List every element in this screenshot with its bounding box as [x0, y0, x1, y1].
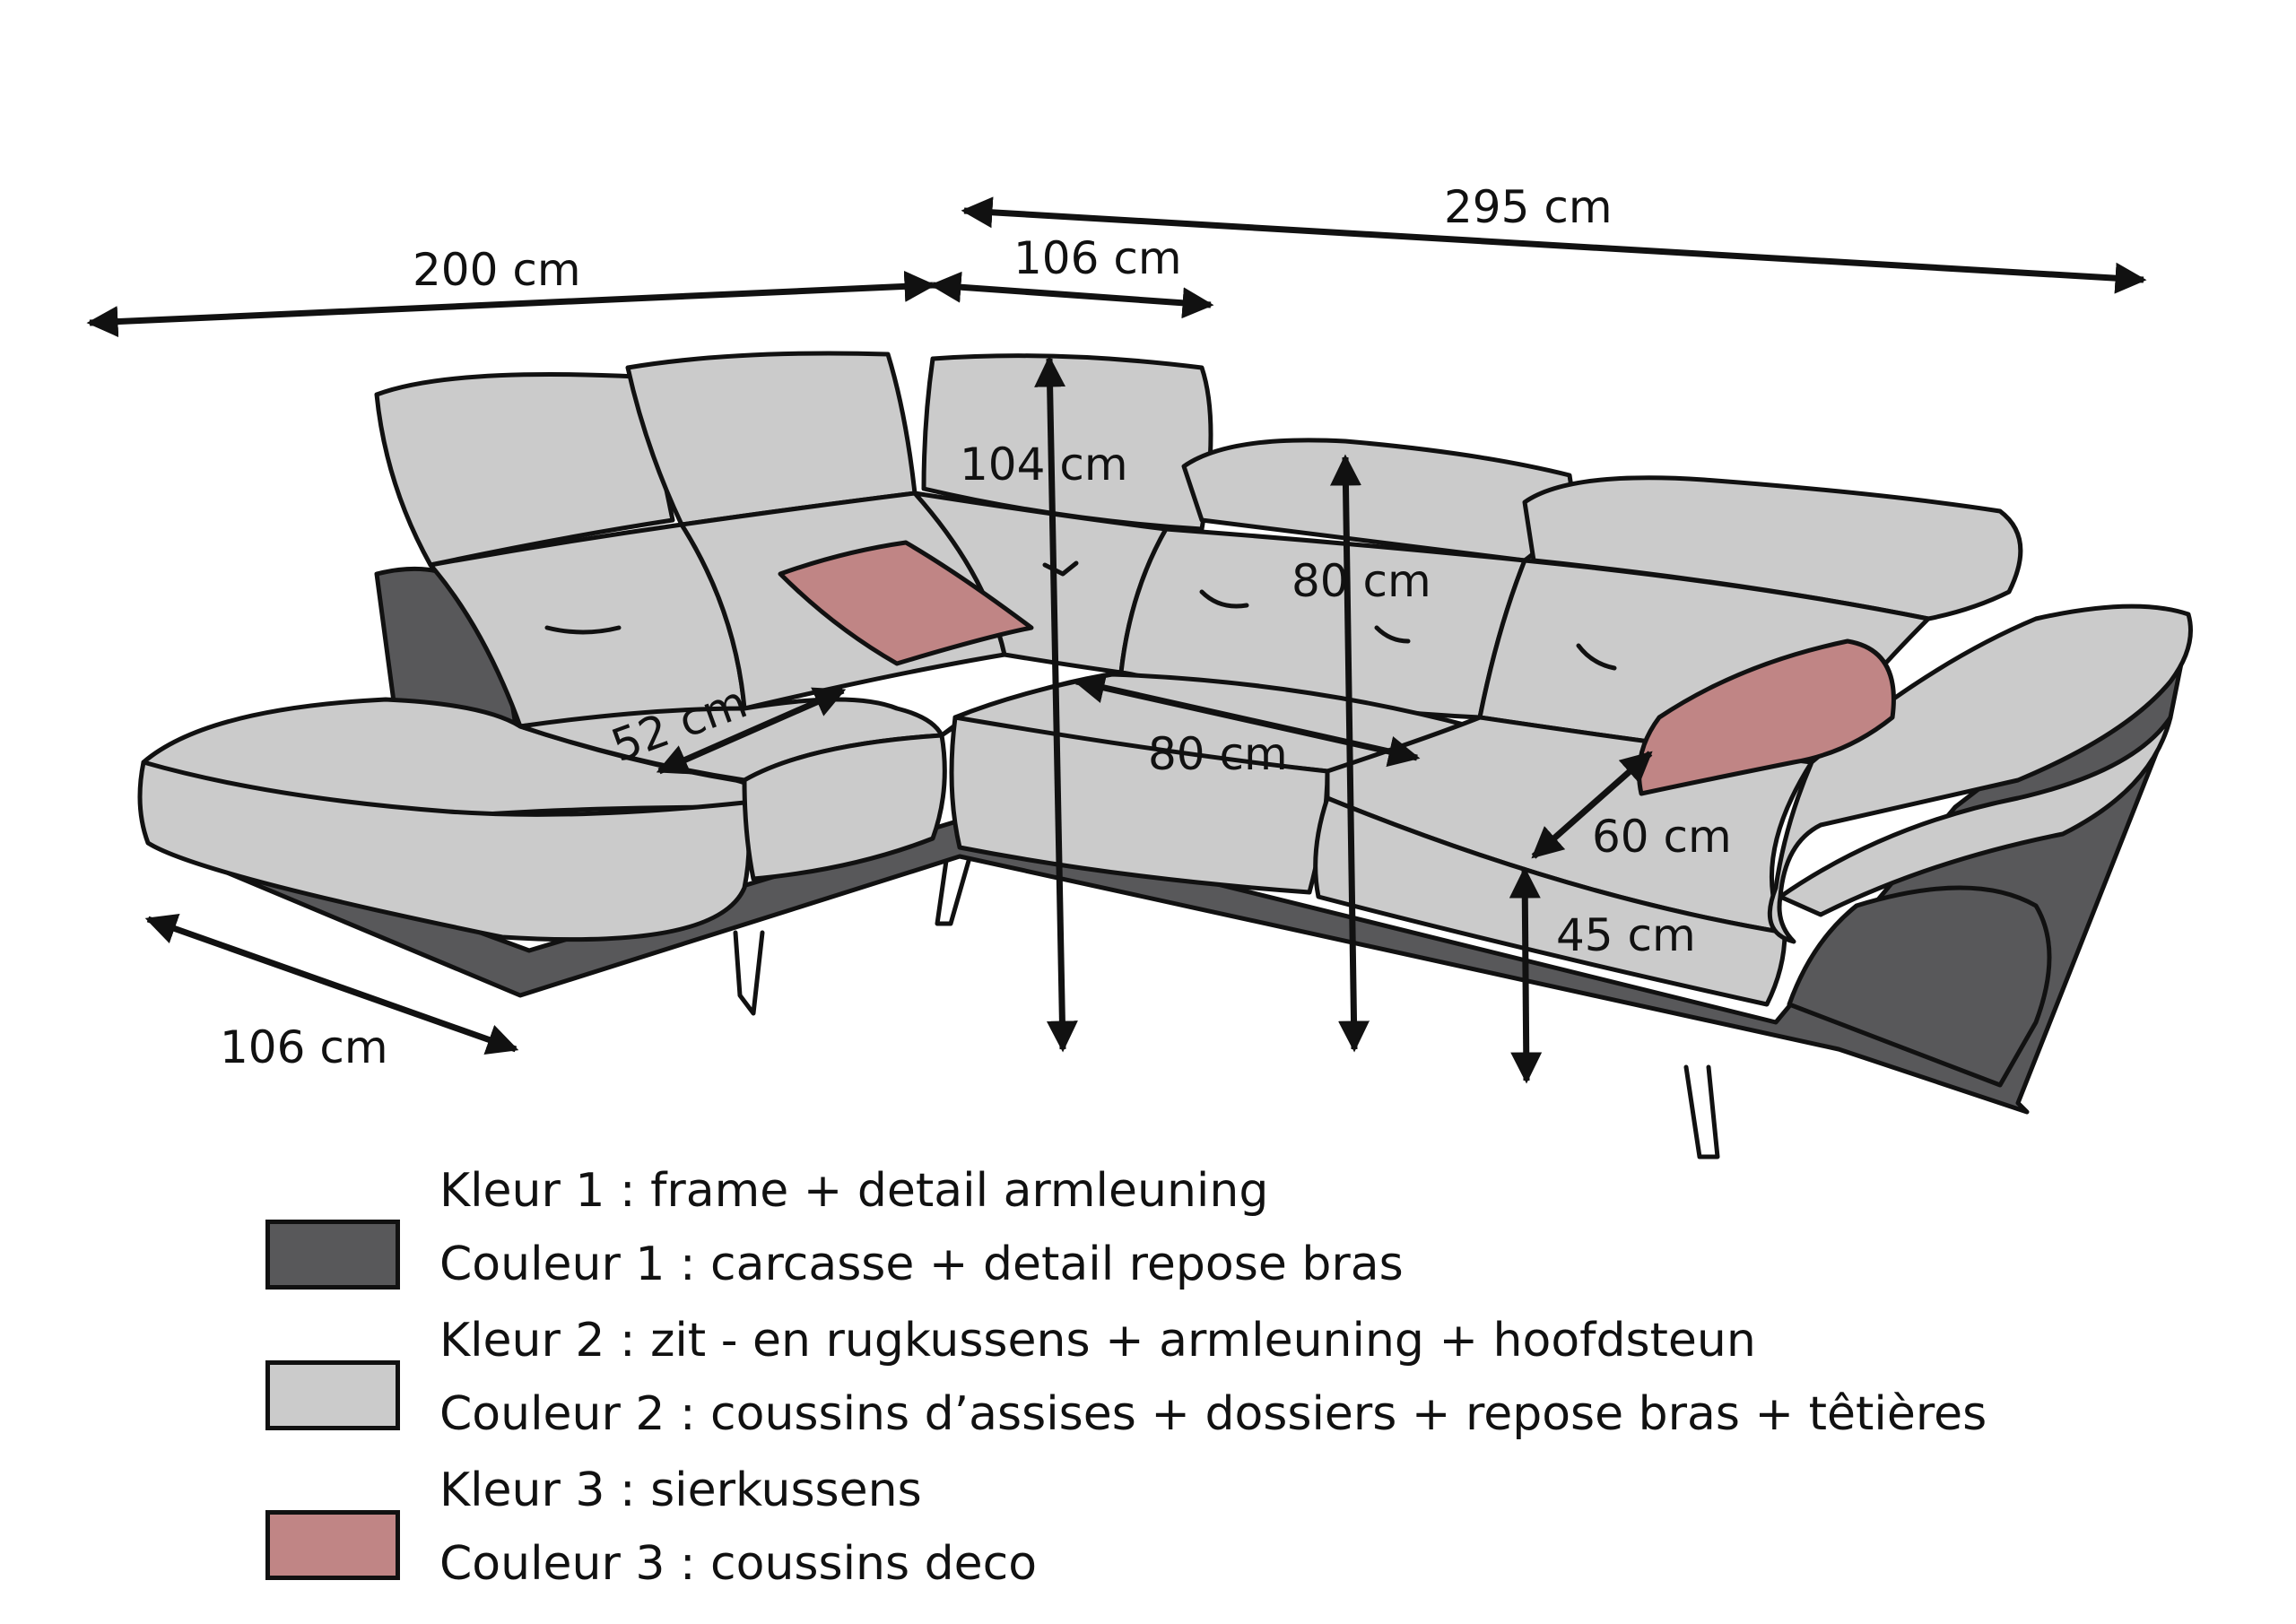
- legend-row-2: Kleur 2 : zit - en rugkussens + armleuni…: [260, 1307, 2233, 1456]
- pillow-left: [778, 540, 1034, 666]
- legend-fr-1: Couleur 1 : carcasse + detail repose bra…: [439, 1238, 1404, 1291]
- dim-arrow-80-seat: [1073, 672, 1421, 768]
- legend-nl-2: Kleur 2 : zit - en rugkussens + armleuni…: [439, 1314, 1756, 1368]
- dim-arrow-200: [86, 270, 936, 338]
- dim-label-80-vert: 80 cm: [1292, 555, 1431, 607]
- legend-fr-3: Couleur 3 : coussins deco: [439, 1537, 1038, 1591]
- dim-arrow-45: [1509, 866, 1543, 1084]
- dim-label-106-chaise: 106 cm: [220, 1021, 388, 1073]
- dim-label-295: 295 cm: [1444, 181, 1613, 233]
- seat-cushion-right-front: [1313, 795, 1787, 1007]
- dim-arrow-295: [961, 196, 2147, 294]
- stitch-1: [544, 625, 622, 635]
- legend-swatch-3: [265, 1510, 400, 1580]
- legend-swatch-2: [265, 1360, 400, 1430]
- legend-nl-1: Kleur 1 : frame + detail armleuning: [439, 1164, 1269, 1218]
- dim-arrow-104: [1034, 355, 1078, 1053]
- color-legend: Kleur 1 : frame + detail armleuning Coul…: [260, 1157, 2233, 1606]
- legend-swatch-1: [265, 1220, 400, 1290]
- dim-arrow-52: [656, 687, 847, 775]
- dim-label-45: 45 cm: [1556, 909, 1696, 961]
- sofa-leg-left: [733, 930, 765, 1016]
- right-armrest-band: [1778, 715, 2173, 917]
- chaise-seat-front: [137, 760, 752, 942]
- dim-arrow-60: [1531, 751, 1653, 859]
- dim-arrow-106-top: [929, 271, 1214, 319]
- dim-label-60: 60 cm: [1592, 811, 1732, 863]
- legend-row-1: Kleur 1 : frame + detail armleuning Coul…: [260, 1157, 2233, 1307]
- dim-label-104: 104 cm: [960, 439, 1128, 491]
- stitch-4: [1374, 625, 1411, 644]
- dim-label-200: 200 cm: [413, 244, 581, 296]
- stitch-5: [1576, 643, 1617, 671]
- headrest-1: [374, 372, 675, 568]
- dim-arrow-106-chaise: [144, 914, 519, 1055]
- legend-row-3: Kleur 3 : sierkussens Couleur 3 : coussi…: [260, 1456, 2233, 1606]
- right-arm-frame: [1787, 885, 2052, 1088]
- sofa-leg-right: [1683, 1064, 1720, 1159]
- stitch-3: [1199, 589, 1249, 609]
- right-armrest: [1767, 604, 2193, 944]
- dim-label-80-seat: 80 cm: [1148, 728, 1288, 780]
- legend-nl-3: Kleur 3 : sierkussens: [439, 1463, 922, 1517]
- dim-label-106-top: 106 cm: [1013, 232, 1182, 284]
- legend-fr-2: Couleur 2 : coussins d’assises + dossier…: [439, 1387, 1987, 1441]
- sofa-leg-mid: [935, 858, 971, 926]
